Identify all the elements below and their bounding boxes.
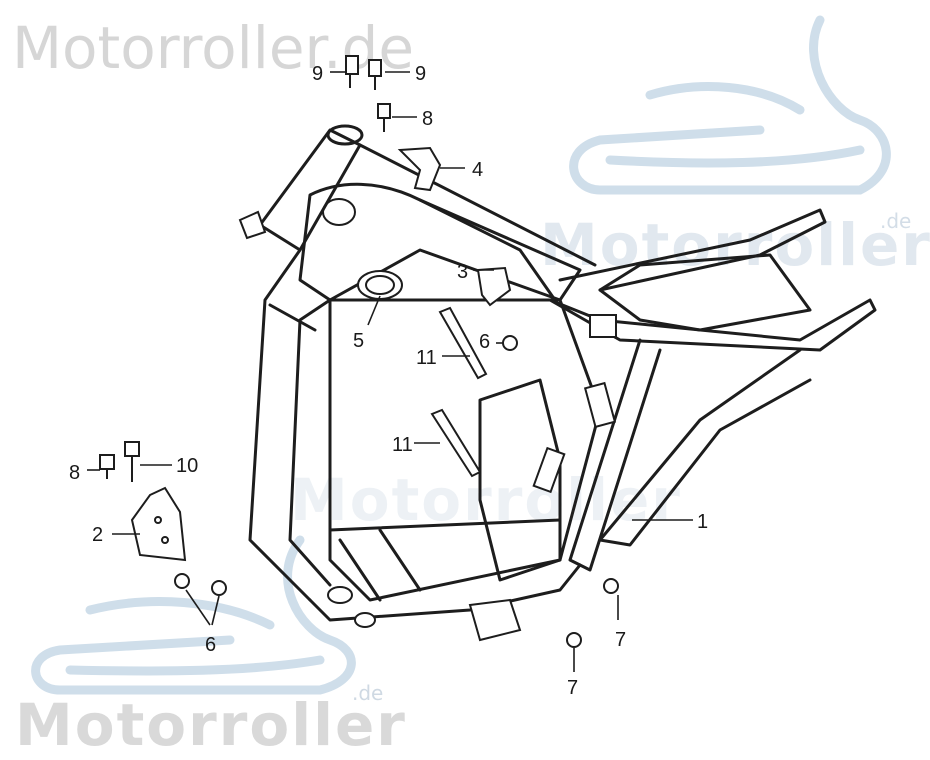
watermark-layer: Motorroller.de Motorroller .de Motorroll… — [12, 14, 930, 759]
callout-1: 1 — [697, 511, 708, 533]
frame-neck-gusset — [298, 182, 582, 302]
frame-front-downtube-right — [288, 298, 332, 587]
frame-lower-cradle — [308, 563, 582, 622]
frame-cradle-cross — [328, 518, 562, 532]
callout-8-left: 8 — [69, 462, 80, 484]
frame-rear-strut — [568, 338, 662, 572]
frame-foot-boss-2 — [354, 612, 376, 628]
frame-cradle-brace-1 — [338, 538, 382, 602]
frame-seat-platform — [598, 253, 812, 332]
part-6-nut-left-1 — [174, 573, 190, 589]
frame-steering-stop — [238, 210, 267, 240]
part-2-hole-2 — [161, 536, 169, 544]
part-9-bolt-left — [345, 55, 359, 88]
part-10-bolt — [124, 441, 140, 482]
frame-rear-upper-rail — [548, 298, 877, 352]
frame-front-downtube-left — [248, 248, 312, 602]
frame-bottom-bracket — [468, 598, 522, 642]
callout-labels: 9 9 8 4 3 5 11 6 11 8 10 2 6 1 7 7 — [69, 63, 708, 699]
loose-parts — [99, 55, 619, 648]
part-3-bracket — [476, 266, 512, 307]
motorcycle-frame — [238, 124, 877, 642]
frame-foot-boss-1 — [327, 586, 353, 604]
part-4-bracket — [397, 146, 442, 192]
part-5-filler-ring — [357, 270, 403, 300]
frame-swingarm-plate — [478, 378, 562, 582]
callout-8-top: 8 — [422, 108, 433, 130]
frame-rear-diagonal — [598, 348, 812, 547]
leader-6-left-1 — [185, 589, 211, 626]
part-6-nut-left-2 — [211, 580, 227, 596]
frame-mount-tab-1 — [583, 381, 617, 429]
watermark-scooter-logo-bottom-icon — [31, 535, 356, 695]
leader-lines — [87, 71, 693, 672]
callout-7-upper: 7 — [615, 629, 626, 651]
part-7-nut-lower — [566, 632, 582, 648]
watermark-mid-suffix: .de — [880, 209, 911, 233]
frame-cradle-brace-2 — [378, 528, 422, 592]
callout-11-upper: 11 — [416, 347, 437, 369]
part-9-bolt-right — [368, 59, 382, 90]
part-8-bolt-left — [99, 454, 115, 479]
frame-gusset-hole — [322, 198, 356, 226]
part-6-nut-center — [502, 335, 518, 351]
callout-6-center: 6 — [479, 331, 490, 353]
frame-head-tube-top — [326, 124, 364, 146]
callout-9-left: 9 — [312, 63, 323, 85]
leader-6-left-2 — [211, 595, 220, 626]
callout-5: 5 — [353, 330, 364, 352]
frame-mount-tab-2 — [532, 446, 566, 494]
callout-9-right: 9 — [415, 63, 426, 85]
watermark-bottom-brand: Motorroller — [15, 691, 407, 759]
part-5-filler-ring-inner — [365, 275, 395, 295]
callout-6-left: 6 — [205, 634, 216, 656]
leader-5 — [367, 295, 381, 326]
frame-head-tube — [258, 128, 362, 252]
callout-10: 10 — [176, 455, 198, 477]
frame-crossbrace — [268, 303, 317, 332]
watermark-scooter-logo-icon — [569, 15, 891, 195]
part-2-mount-bracket — [130, 486, 187, 562]
callout-7-lower: 7 — [567, 677, 578, 699]
callout-2: 2 — [92, 524, 103, 546]
frame-mount-tab-3 — [589, 314, 617, 338]
callout-11-lower: 11 — [392, 434, 413, 456]
frame-top-rail-inner — [418, 198, 557, 302]
callout-3: 3 — [457, 261, 468, 283]
watermark-bottom-suffix: .de — [352, 681, 383, 705]
part-7-nut-upper — [603, 578, 619, 594]
frame-rear-top-rail — [558, 208, 827, 292]
part-2-hole-1 — [154, 516, 162, 524]
watermark-mid-brand: Motorroller — [540, 211, 930, 279]
frame-top-rail — [358, 143, 597, 267]
part-11-long-bolt-lower — [430, 408, 482, 478]
callout-4: 4 — [472, 159, 483, 181]
part-8-bolt-top — [377, 103, 391, 132]
